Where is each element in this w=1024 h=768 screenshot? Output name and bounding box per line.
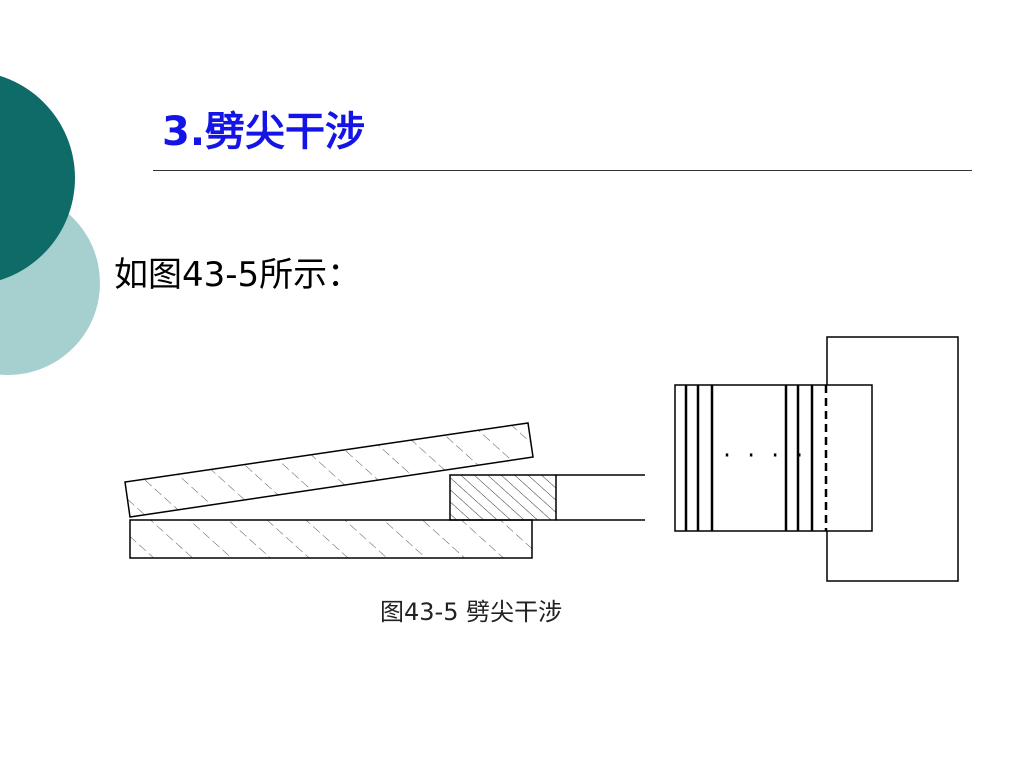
interference-fringes xyxy=(684,385,814,531)
spacer-object xyxy=(449,474,645,521)
dark-teal-circle xyxy=(0,75,75,281)
fringe-top-view: · · · · xyxy=(674,336,959,582)
top-glass-plate xyxy=(124,422,534,518)
figure-caption: 图43-5 劈尖干涉 xyxy=(380,598,563,626)
plate-top-view xyxy=(674,384,873,532)
bottom-glass-plate xyxy=(129,519,533,559)
slide-title: 3.劈尖干涉 xyxy=(162,109,366,155)
fringe-ellipsis: · · · · xyxy=(721,443,805,467)
decorative-circles xyxy=(0,75,100,375)
intro-text: 如图43-5所示： xyxy=(114,255,362,295)
title-divider xyxy=(153,170,972,171)
